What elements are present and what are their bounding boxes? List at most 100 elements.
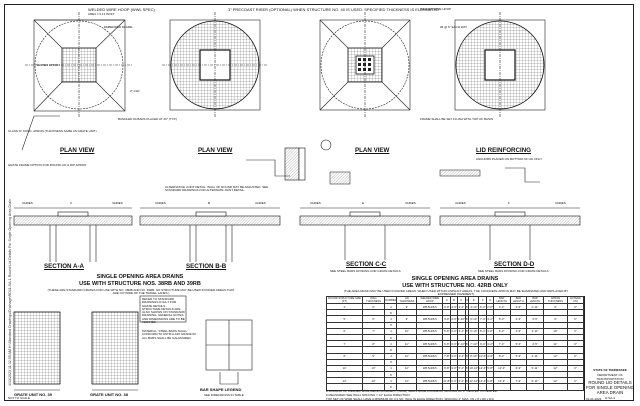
right-heading-note: (THE AREA DRAIN MAY BE USED IN PAVED ARE… — [343, 289, 569, 297]
section-dd-title: SECTION D-D — [494, 261, 535, 268]
not-to-scale-label: NOT TO SCALE — [8, 396, 30, 400]
dim-c-aa: C — [70, 201, 73, 205]
table-header-cell: NUMBER — [384, 296, 398, 304]
standard-note-box: REFER TO STANDARD DRAWINGS D-SA-7 FOR GR… — [142, 297, 185, 325]
dim-e-cc: E — [362, 201, 365, 205]
section-cc-drawing — [299, 207, 431, 260]
sheet-title-3: AREA DRAIN — [596, 390, 624, 395]
section-dd-drawing — [439, 207, 581, 260]
dim-varies-dd-2: VARIES — [555, 201, 566, 205]
grate-39-drawing — [13, 311, 61, 391]
plan-view-2-drawing — [162, 12, 268, 118]
see-steel-bars-note-1: SEE STEEL BARS DIVIDING FOR GRATE DETAIL… — [330, 269, 401, 273]
embedded-frame-label: EMBEDDED FRAME — [104, 25, 133, 29]
lid-reinforcing-title: LID REINFORCING — [476, 147, 531, 154]
grate-39-title: GRATE UNIT NO. 39 — [14, 392, 52, 397]
table-cell: 8 — [384, 383, 398, 391]
table-cell — [526, 383, 544, 391]
bar-shape-drawing — [205, 319, 253, 385]
sheet-title-1: ROUND LID DETAILS — [588, 380, 632, 385]
bar-shape-subtitle: SEE DIMENSIONS IN TABLE — [204, 393, 244, 397]
dim-varies-aa-2: VARIES — [112, 201, 123, 205]
dim-b-bb: B — [208, 201, 211, 205]
dim-varies-bb-2: VARIES — [255, 201, 266, 205]
left-heading-line1: SINGLE OPENING AREA DRAINS — [96, 274, 184, 280]
table-cell — [509, 383, 528, 391]
grate-38-title: GRATE UNIT NO. 38 — [90, 392, 128, 397]
sheet-title-2: FOR SINGLE OPENING — [585, 385, 635, 390]
table-header-cell: APRON THICKNESS — [542, 296, 569, 304]
precast-riser-note: 3" PRECOAST RISER (OPTIONAL) WHEN STRUCT… — [228, 7, 440, 12]
table-cell — [567, 383, 584, 391]
table-row: 8 — [326, 383, 584, 391]
dim-varies-cc: VARIES — [310, 201, 321, 205]
section-aa-drawing — [13, 207, 133, 262]
bundled-bars-note: BUNDLED #4 BARS PLACED AT 45° (TYP.) — [118, 117, 178, 121]
dim-varies-aa: VARIES — [22, 201, 33, 205]
sheet-number: D-SA-4 — [605, 396, 615, 400]
welded-wire-hoop-area: AREA = 0.13 IN²/FT — [88, 12, 115, 16]
table-header-cell: B — [450, 296, 458, 304]
table-footnote-2: # MEASURED SEE WALL SPACING = 12" EACH D… — [326, 393, 411, 397]
welded-wire-hoop-note-2: WELDED WIRE HOOP — [420, 7, 452, 11]
sheet-date: 01-01-2023 — [586, 397, 602, 401]
table-cell — [442, 383, 452, 391]
table-row: 8 — [326, 333, 584, 342]
table-header-cell: BAR LENGTH — [492, 296, 511, 304]
sloped-apron-label: SLOPED APRON — [36, 63, 60, 67]
grate-note: GRATE FRAME OPTION FOR ROUND LID & DIP A… — [8, 163, 87, 167]
table-cell — [416, 383, 444, 391]
table-cell — [542, 383, 569, 391]
left-heading-line2: USE WITH STRUCTURE NOS. 38RB AND 39RB — [79, 281, 201, 287]
table-header-cell: WELDED WIRE HOOP — [416, 296, 444, 304]
section-cc-title: SECTION C-C — [346, 261, 387, 268]
anchor-note: ANCHORS PLACED ON BOTTOM OF LID ONLY — [476, 157, 543, 161]
table-footnote-1: A MINIMUM OF WELDED WIRE REINFORCEMENT (… — [326, 389, 498, 393]
dim-varies-bb: VARIES — [155, 201, 166, 205]
plan-view-title-1: PLAN VIEW — [60, 147, 95, 154]
bar-shape-title: BAR SHAPE LEGEND — [200, 387, 242, 392]
table-header-cell: A — [442, 296, 452, 304]
department-name: DEPARTMENT OF TRANSPORTATION — [596, 373, 624, 381]
section-bb-title: SECTION B-B — [186, 263, 227, 270]
table-header-cell: WALL THICKNESS — [361, 296, 386, 304]
table-row: 8 — [326, 371, 584, 379]
table-row: 8 — [326, 309, 584, 317]
right-heading-line2: USE WITH STRUCTURE NO. 42RB ONLY — [402, 283, 508, 289]
left-heading-note: (THESE ARE STANDARD GRATES FOR USE WITH … — [47, 288, 235, 296]
clear-cover-label: 2" CLR — [130, 89, 140, 93]
section-bb-drawing — [139, 207, 281, 262]
material-note: MATERIAL: STEEL BARS SHALL CONFORM TO AS… — [142, 329, 197, 340]
table-header-cell: LID THICKNESS — [396, 296, 418, 304]
see-steel-bars-note-2: SEE STEEL BARS DIVIDING FOR GRATE DETAIL… — [478, 269, 549, 273]
alternative-joint-note: ALTERNATIVE JOINT DETAIL: WALL OF ROUND … — [165, 185, 269, 193]
standard-note-box-outline — [139, 295, 187, 323]
table-cell — [478, 383, 488, 391]
title-block: STATE OF TENNESSEE DEPARTMENT OF TRANSPO… — [584, 296, 635, 401]
state-name: STATE OF TENNESSEE — [593, 368, 627, 372]
reinf-each-way-note: #4 @ 6" EACH WAY — [440, 25, 468, 29]
table-header-cell: C — [456, 296, 466, 304]
right-heading-line1: SINGLE OPENING AREA DRAINS — [411, 276, 499, 282]
dim-f-dd: F — [508, 201, 510, 205]
table-header-cell: G — [486, 296, 494, 304]
table-header-cell: BAR LENGTH — [526, 296, 544, 304]
plan-view-3-drawing — [319, 12, 411, 118]
grate-38-drawing — [91, 311, 139, 391]
welded-wire-hoop-note: WELDED WIRE HOOP (WWL SPEC) — [88, 7, 155, 12]
class-concrete-note: CLASS 'D' CONC. APRON (THICKNESS SAME AS… — [8, 129, 97, 133]
lid-reinforcing-drawing — [454, 12, 546, 118]
joint-detail-drawing — [246, 139, 540, 185]
plan-view-1-drawing — [21, 12, 133, 151]
table-header-cell: ROUND STRUCTURE SIZE (FT) — [326, 296, 363, 304]
dim-varies-cc-2: VARIES — [405, 201, 416, 205]
table-header-cell: BAR LENGTH — [509, 296, 528, 304]
table-header-cell: EXTEND (IN) — [567, 296, 584, 304]
table-header-cell: E — [468, 296, 480, 304]
